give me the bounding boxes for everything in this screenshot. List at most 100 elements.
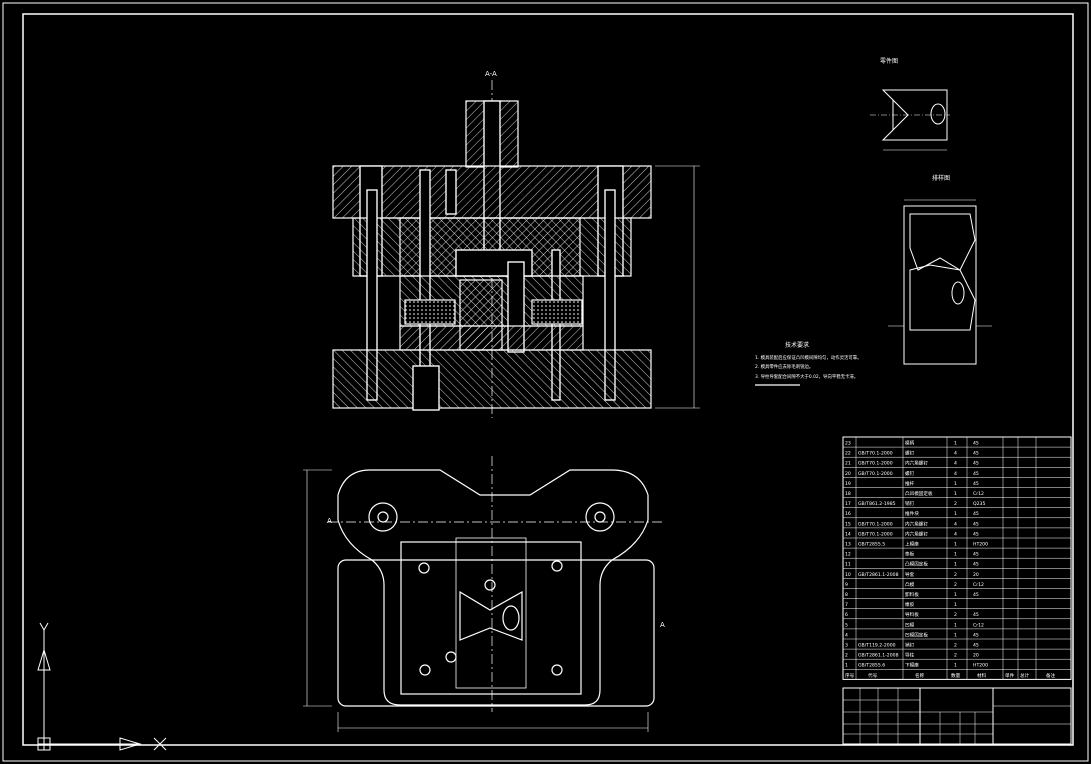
bom-cell-qty: 4	[954, 451, 957, 457]
bom-header-note: 备注	[1046, 672, 1056, 679]
bom-cell-qty: 2	[954, 643, 957, 649]
bom-header-wt: 单件	[1005, 672, 1015, 679]
bom-cell-name: 内六角螺钉	[905, 520, 928, 527]
bom-cell-mat: Cr12	[973, 491, 984, 497]
inner-frame	[22, 13, 1074, 746]
bom-cell-name: 销钉	[905, 500, 915, 507]
bom-cell-mat: Q235	[973, 501, 985, 507]
bom-cell-qty: 1	[954, 491, 957, 497]
bom-cell-no: 20	[845, 471, 851, 477]
bom-cell-code: GB/T70.1-2000	[858, 461, 893, 467]
bom-cell-qty: 1	[954, 511, 957, 517]
note-line-2: 2. 模具零件应去除毛刺锐边。	[755, 363, 813, 370]
bom-cell-no: 6	[845, 612, 848, 618]
bom-cell-no: 15	[845, 521, 851, 527]
bom-cell-qty: 2	[954, 572, 957, 578]
bom-cell-qty: 4	[954, 461, 957, 467]
bom-cell-code: GB/T2855.5	[858, 542, 885, 548]
bom-cell-mat: 45	[973, 552, 979, 558]
bom-cell-mat: 45	[973, 632, 979, 638]
bom-cell-name: 导柱	[905, 652, 915, 659]
bom-cell-no: 5	[845, 622, 848, 628]
bom-cell-code: GB/T2855.6	[858, 663, 885, 669]
bom-cell-name: 模柄	[905, 440, 915, 447]
bom-cell-name: 橡胶	[905, 601, 915, 608]
bom-cell-mat: 45	[973, 612, 979, 618]
bom-header-name: 名称	[915, 672, 925, 679]
bom-cell-name: 螺钉	[905, 450, 915, 457]
bom-cell-no: 1	[845, 663, 848, 669]
bom-cell-qty: 1	[954, 562, 957, 568]
bom-cell-qty: 4	[954, 471, 957, 477]
bom-cell-code: GB/T2861.1-2008	[858, 572, 899, 578]
bom-cell-qty: 4	[954, 521, 957, 527]
bom-cell-qty: 1	[954, 552, 957, 558]
plan-cut-label-left: A	[327, 517, 332, 525]
bom-cell-mat: Cr12	[973, 622, 984, 628]
bom-cell-no: 22	[845, 451, 851, 457]
bom-cell-code: GB/T861.2-1985	[858, 501, 896, 507]
bom-cell-qty: 2	[954, 653, 957, 659]
bom-cell-mat: 20	[973, 572, 979, 578]
bom-cell-name: 凸模固定板	[905, 561, 928, 568]
ucs-axis-icon	[37, 622, 167, 751]
bom-cell-name: 销钉	[905, 642, 915, 649]
bom-cell-name: 下模座	[905, 662, 919, 669]
plan-view: A A	[303, 456, 665, 732]
note-line-3: 3. 导柱导套配合间隙不大于0.02，导向平稳无卡滞。	[755, 373, 858, 380]
title-block	[842, 687, 1072, 745]
bom-cell-name: 螺钉	[905, 470, 915, 477]
bom-cell-mat: 45	[973, 441, 979, 447]
bom-cell-no: 3	[845, 643, 848, 649]
bom-cell-code: GB/T70.1-2000	[858, 531, 893, 537]
bom-cell-name: 卸料板	[905, 591, 919, 598]
bom-header-no: 序号	[845, 672, 855, 679]
bom-cell-qty: 1	[954, 592, 957, 598]
bom-cell-mat: 45	[973, 451, 979, 457]
bom-cell-code: GB/T119.2-2000	[858, 643, 896, 649]
bom-cell-mat: 45	[973, 471, 979, 477]
technical-notes: 技术要求 1. 模具装配后应保证凸凹模间隙均匀，动作灵活可靠。 2. 模具零件应…	[755, 341, 862, 386]
bom-header-mat: 材料	[977, 672, 987, 679]
section-view: A-A	[332, 70, 700, 418]
notes-title: 技术要求	[785, 341, 809, 349]
bom-cell-code: GB/T70.1-2000	[858, 471, 893, 477]
bom-cell-mat: 20	[973, 653, 979, 659]
bom-cell-mat: 45	[973, 481, 979, 487]
note-line-1: 1. 模具装配后应保证凸凹模间隙均匀，动作灵活可靠。	[755, 354, 862, 361]
bom-cell-no: 14	[845, 531, 851, 537]
bom-cell-qty: 2	[954, 582, 957, 588]
bom-cell-name: 导料板	[905, 611, 919, 618]
bom-cell-no: 23	[845, 441, 851, 447]
bom-cell-mat: 45	[973, 562, 979, 568]
bom-cell-no: 8	[845, 592, 848, 598]
bom-cell-mat: 45	[973, 643, 979, 649]
bom-cell-qty: 1	[954, 542, 957, 548]
bom-cell-no: 12	[845, 552, 851, 558]
bom-cell-name: 垫板	[905, 551, 915, 558]
bom-cell-name: 推件块	[905, 510, 919, 517]
bom-cell-name: 上模座	[905, 541, 919, 548]
bom-cell-qty: 4	[954, 531, 957, 537]
bom-cell-name: 内六角螺钉	[905, 530, 928, 537]
bom-cell-mat: 45	[973, 521, 979, 527]
bom-cell-name: 推杆	[905, 480, 915, 487]
bom-cell-code: GB/T70.1-2000	[858, 451, 893, 457]
bom-cell-name: 内六角螺钉	[905, 460, 928, 467]
bom-cell-mat: HT200	[973, 663, 988, 669]
bom-cell-mat: Cr12	[973, 582, 984, 588]
bom-cell-qty: 1	[954, 622, 957, 628]
bom-cell-no: 11	[845, 562, 851, 568]
bom-cell-qty: 1	[954, 632, 957, 638]
bom-cell-no: 16	[845, 511, 851, 517]
bom-cell-code: GB/T2861.1-2008	[858, 653, 899, 659]
bom-cell-no: 7	[845, 602, 848, 608]
bom-cell-name: 凹模固定板	[905, 631, 928, 638]
bom-cell-no: 18	[845, 491, 851, 497]
bom-cell-name: 凸凹模固定板	[905, 490, 933, 497]
bom-cell-mat: 45	[973, 592, 979, 598]
